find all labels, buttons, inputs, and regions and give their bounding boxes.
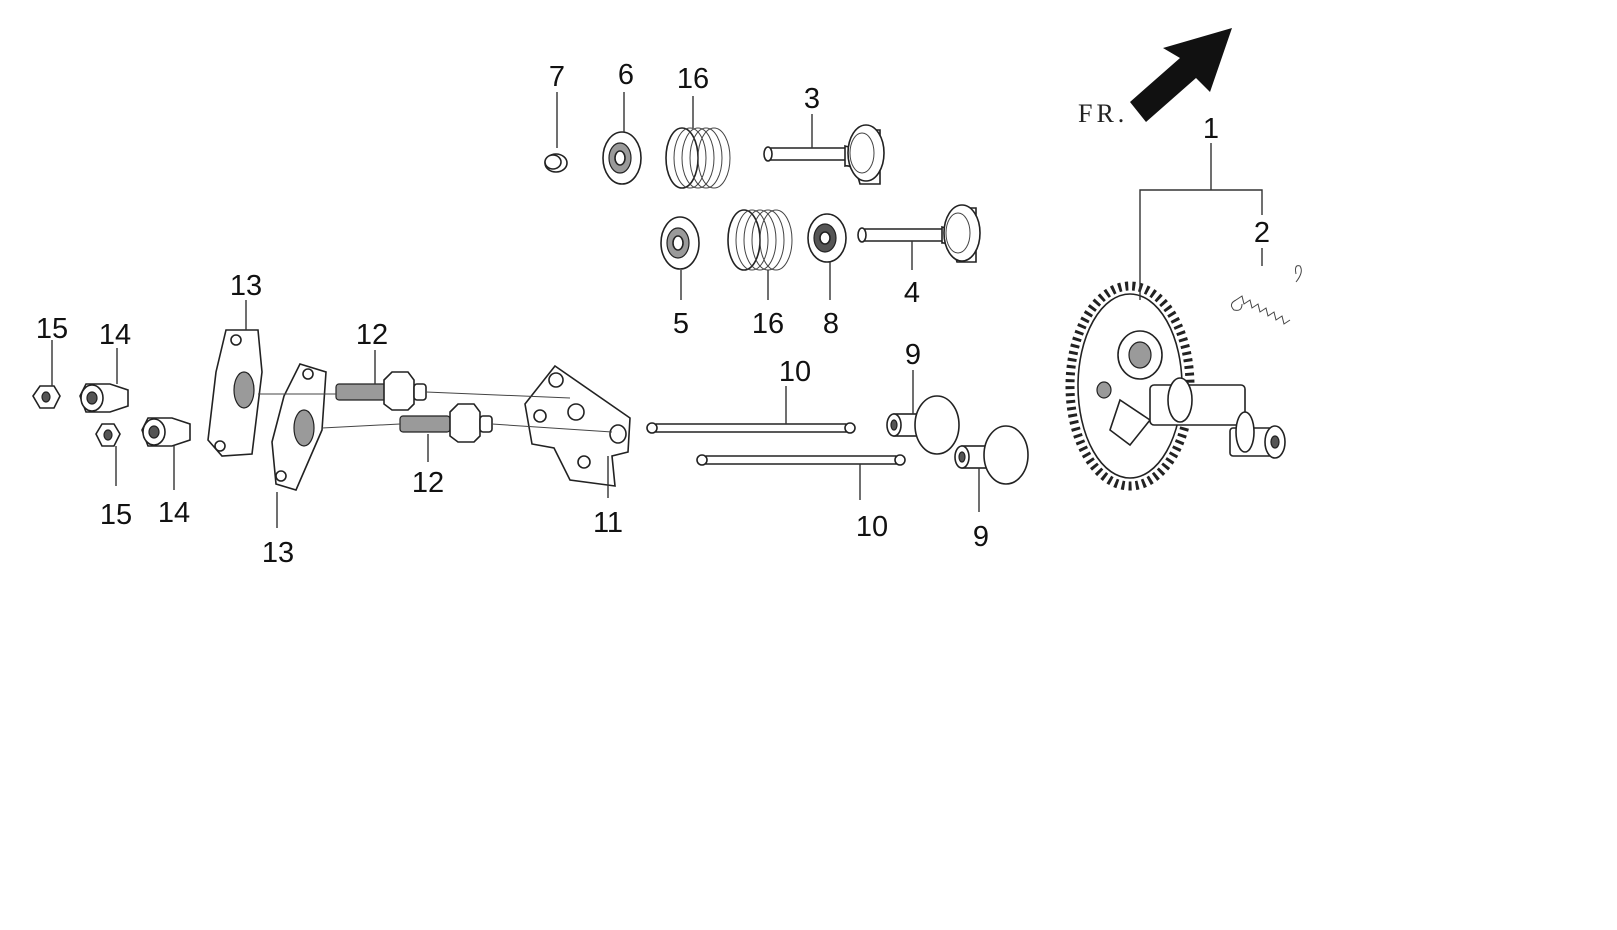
callout-6: 6 <box>618 59 634 91</box>
push-rod-part-upper <box>646 422 856 434</box>
front-direction-label: FR. <box>1078 99 1128 128</box>
callout-16-upper: 16 <box>677 63 709 95</box>
callout-15-upper: 15 <box>36 313 68 345</box>
rocker-stud-part-upper <box>335 371 427 411</box>
valve-rotator-part <box>807 213 847 263</box>
valve-tappet-part-upper <box>886 395 960 455</box>
rocker-lock-nut-part-upper <box>32 385 61 409</box>
callout-9-upper: 9 <box>905 339 921 371</box>
callout-7: 7 <box>549 61 565 93</box>
valve-tappet-part-lower <box>954 425 1029 485</box>
callout-5: 5 <box>673 308 689 340</box>
callout-10-lower: 10 <box>856 511 888 543</box>
callout-9-lower: 9 <box>973 521 989 553</box>
camshaft-gear-part <box>1065 281 1286 491</box>
callout-10-upper: 10 <box>779 356 811 388</box>
valve-spring-retainer-part <box>602 131 642 185</box>
callout-8: 8 <box>823 308 839 340</box>
callout-13-upper: 13 <box>230 270 262 302</box>
valve-cotter-part <box>544 153 568 173</box>
callout-14-upper: 14 <box>99 319 131 351</box>
callout-1-bracket <box>1139 189 1263 300</box>
callout-1: 1 <box>1203 113 1219 145</box>
intake-valve-part <box>857 204 981 263</box>
callout-2: 2 <box>1254 217 1270 249</box>
callout-3: 3 <box>804 83 820 115</box>
exhaust-valve-part <box>763 124 885 185</box>
rocker-pivot-nut-part-lower <box>141 417 191 447</box>
push-rod-guide-plate-part <box>524 364 631 487</box>
rocker-lock-nut-part-lower <box>95 423 121 447</box>
callout-12-lower: 12 <box>412 467 444 499</box>
valve-spring-retainer-part-lower <box>660 216 700 270</box>
valve-spring-part-upper <box>665 127 731 189</box>
rocker-stud-part-lower <box>399 403 493 443</box>
rocker-pivot-nut-part-upper <box>79 383 129 413</box>
callout-16-lower: 16 <box>752 308 784 340</box>
callout-13-lower: 13 <box>262 537 294 569</box>
valve-spring-part-lower <box>727 209 793 271</box>
front-direction-arrow-icon <box>1130 28 1232 122</box>
callout-15-lower: 15 <box>100 499 132 531</box>
callout-14-lower: 14 <box>158 497 190 529</box>
callout-12-upper: 12 <box>356 319 388 351</box>
push-rod-part-lower <box>696 454 906 466</box>
rocker-arm-part-lower <box>271 363 327 491</box>
governor-spring-part <box>1230 265 1302 325</box>
callout-labels: 1 2 3 4 5 6 7 8 9 9 10 10 11 12 12 13 13… <box>36 59 1270 569</box>
callout-11: 11 <box>593 507 623 539</box>
callout-4: 4 <box>904 277 920 309</box>
leader-lines <box>51 92 980 528</box>
rocker-arm-part-upper <box>207 329 263 457</box>
